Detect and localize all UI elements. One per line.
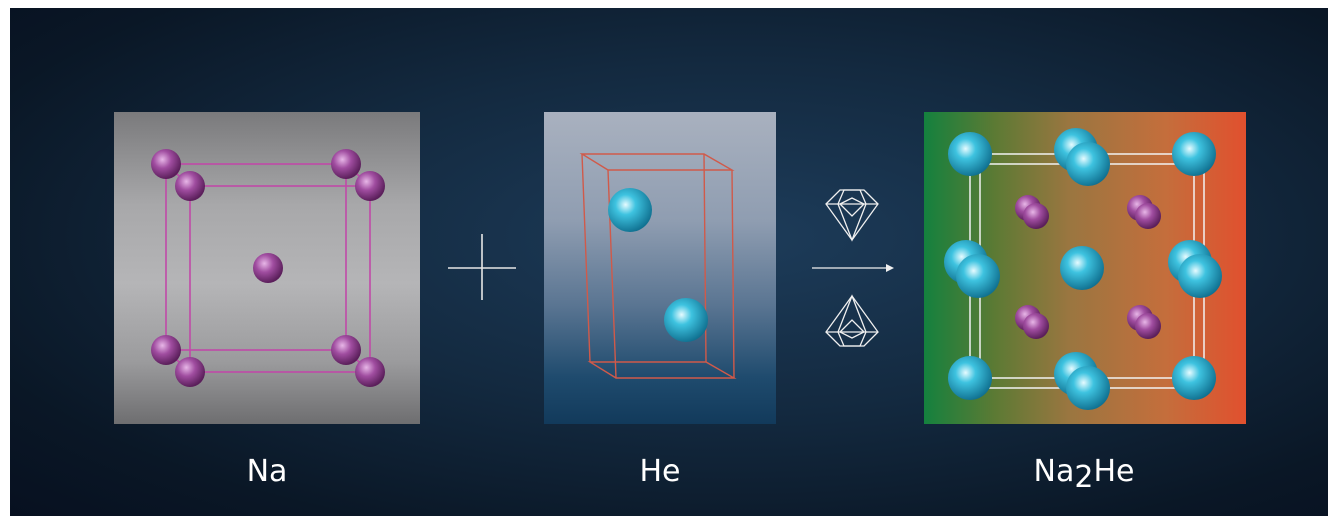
sodium-structure-panel: [114, 112, 420, 424]
diamond-anvil-icon: [825, 189, 879, 242]
sodium-helide-label: Na2He: [964, 454, 1204, 495]
helium-cell-edges: [579, 153, 737, 379]
sodium-atoms: [151, 149, 385, 387]
reaction-arrow-icon: [812, 264, 894, 272]
high-pressure-reaction-symbol: [812, 189, 894, 347]
helium-label: He: [639, 454, 681, 489]
helium-structure-panel: [544, 112, 776, 424]
helium-hcp-cell: [579, 153, 737, 379]
plus-icon: [448, 234, 516, 300]
diamond-anvil-icon: [825, 294, 879, 347]
sodium-label: Na: [246, 454, 288, 489]
sodium-bcc-cell: [151, 149, 385, 387]
sodium-atoms: [1015, 195, 1161, 339]
formula-subscript: 2: [1074, 460, 1094, 495]
sodium-helide-cell: [944, 128, 1222, 410]
sodium-helide-structure-panel: [924, 112, 1246, 424]
diagram-background: Na He Na2He: [10, 8, 1328, 516]
formula-suffix: He: [1093, 454, 1135, 489]
formula-prefix: Na: [1033, 454, 1075, 489]
helium-atoms: [944, 128, 1222, 410]
helium-atoms: [608, 188, 708, 342]
